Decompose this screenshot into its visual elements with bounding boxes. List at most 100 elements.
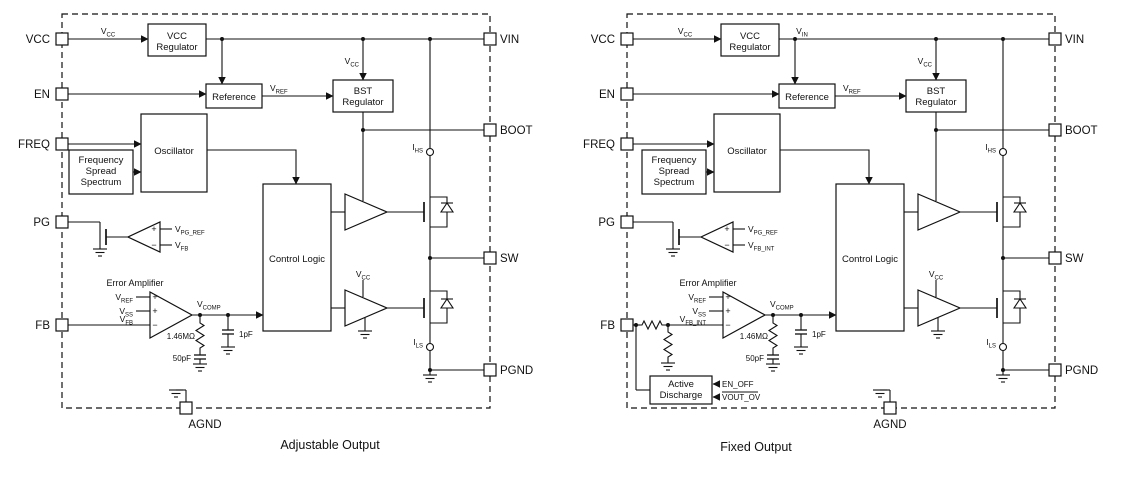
frequency-spread-spectrum-block [641,149,707,195]
power-stage [917,147,1028,352]
pin-fb [55,318,69,332]
pin-label-sw: SW [500,253,519,265]
pin-label-fb: FB [35,320,50,332]
svg-text:Regulator: Regulator [915,97,956,108]
svg-text:Regulator: Regulator [729,42,770,53]
low-side-gate-driver [344,289,389,327]
error-amplifier-label: Error Amplifier [106,278,163,288]
pg-comparator-symbol [126,221,161,253]
svg-text:Spread: Spread [86,166,117,177]
net-label-vcc-bst: VCC [345,56,360,69]
svg-text:Spectrum: Spectrum [654,177,695,188]
pin-vin [1048,32,1062,46]
pin-label-vin: VIN [1065,34,1084,46]
pin-freq [55,137,69,151]
bst-regulator-block [905,79,967,113]
net-label-vpg-ref: VPG_REF [175,224,205,237]
pin-label-vcc: VCC [26,34,50,46]
fixed-output-diagram: Active Discharge EN_OFF VOUT_OV VCC Regu… [583,13,1098,454]
pin-boot [483,123,497,137]
control-logic-label: Control Logic [269,254,325,265]
pins: VCC EN FREQ PG FB VIN BOOT SW PGND AGND [583,32,1098,431]
bst-regulator-block [332,79,394,113]
power-stage [344,147,455,352]
high-side-gate-driver [344,193,389,231]
vcc-regulator-label: VCC [740,31,760,42]
high-side-current-sense [425,147,435,157]
pin-label-en: EN [599,89,615,101]
pin-pg [55,215,69,229]
pin-label-freq: FREQ [583,139,615,151]
pin-label-fb: FB [600,320,615,332]
pin-label-pgnd: PGND [1065,365,1098,377]
pin-en [620,87,634,101]
value-label-50pf: 50pF [173,354,191,363]
frequency-spread-spectrum-block [68,149,134,195]
net-label-ihs: IHS [412,142,423,155]
pg-minus-sign: − [724,240,729,250]
low-side-body-diode [430,290,455,324]
reference-label: Reference [212,92,256,103]
pin-vcc [620,32,634,46]
pg-comparator-symbol [699,221,734,253]
pin-label-vin: VIN [500,34,519,46]
net-label-vin-top: VIN [796,26,808,39]
reference-label: Reference [785,92,829,103]
svg-text:Discharge: Discharge [660,390,703,401]
caption-fixed-output: Fixed Output [720,440,792,454]
active-discharge: Active Discharge EN_OFF VOUT_OV [649,375,761,405]
net-label-vfb-int-pg: VFB_INT [748,240,775,253]
active-discharge-label: Active [668,379,694,390]
pin-label-pg: PG [33,217,50,229]
net-label-ils: ILS [413,337,423,350]
ea-plus-sign-1: + [725,292,730,302]
fss-label: Frequency [79,155,124,166]
value-label-r-comp: 1.46MΩ [740,332,768,341]
pin-label-freq: FREQ [18,139,50,151]
pin-sw [1048,251,1062,265]
svg-text:Regulator: Regulator [342,97,383,108]
vcc-regulator-label: VCC [167,31,187,42]
net-label-vfb-pg: VFB [175,240,188,253]
error-amplifier-label: Error Amplifier [679,278,736,288]
net-label-vpg-ref: VPG_REF [748,224,778,237]
net-labels: VCC VCC VREF IHS ILS VCC VPG_REF VFB + −… [101,26,423,363]
signal-label-en-off: EN_OFF [722,380,754,389]
pin-pg [620,215,634,229]
value-label-r-comp: 1.46MΩ [167,332,195,341]
pin-vcc [55,32,69,46]
control-logic-label: Control Logic [842,254,898,265]
svg-text:Regulator: Regulator [156,42,197,53]
pin-agnd [179,401,193,415]
pin-vin [483,32,497,46]
ic-boundary [626,13,1056,409]
pin-agnd [883,401,897,415]
pin-fb [620,318,634,332]
pins: VCC EN FREQ PG FB VIN BOOT SW PGND AGND [18,32,533,431]
high-side-body-diode [430,196,455,228]
net-label-ils: ILS [986,337,996,350]
net-label-vcc-driver: VCC [929,269,944,282]
net-label-vss: VSS [119,306,133,319]
value-label-1pf: 1pF [239,330,253,339]
compensation-network [766,315,808,364]
pin-label-pg: PG [598,217,615,229]
function-blocks: VCC Regulator Reference BST Regulator Os… [641,23,967,332]
pin-label-pgnd: PGND [500,365,533,377]
net-label-vcc-driver: VCC [356,269,371,282]
high-side-current-sense [998,147,1008,157]
ic-boundary [61,13,491,409]
pin-label-boot: BOOT [1065,125,1098,137]
oscillator-label: Oscillator [727,146,767,157]
control-logic-block [835,183,905,332]
svg-text:Spectrum: Spectrum [81,177,122,188]
reference-block [778,83,836,109]
oscillator-label: Oscillator [154,146,194,157]
net-labels: VCC VIN VCC VREF IHS ILS VCC VPG_REF VFB… [678,26,996,363]
error-amplifier-symbol [149,290,194,340]
ea-plus-sign-1: + [152,292,157,302]
low-side-current-sense [998,342,1008,352]
net-label-vref: VREF [843,83,861,96]
high-side-body-diode [1003,196,1028,228]
